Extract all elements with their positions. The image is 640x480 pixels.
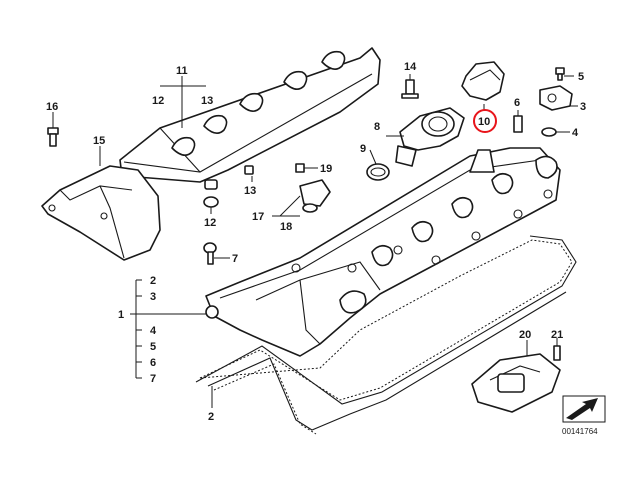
callout-2-gasket: 2 xyxy=(208,411,214,423)
callout-7: 7 xyxy=(150,373,156,385)
callout-9: 9 xyxy=(360,143,366,155)
callout-6-right: 6 xyxy=(514,97,520,109)
seal-4 xyxy=(541,127,557,137)
engine-top-cover xyxy=(119,47,381,190)
callout-3: 3 xyxy=(150,291,156,303)
side-cover xyxy=(41,165,161,261)
callout-7-right: 7 xyxy=(232,253,238,265)
stud-6 xyxy=(513,115,523,133)
grommet-12 xyxy=(203,196,219,208)
callout-1: 1 xyxy=(118,309,124,321)
callout-labels: 1 2 3 4 5 6 7 2 7 11 12 13 12 13 14 15 1… xyxy=(46,61,586,423)
callout-3-right: 3 xyxy=(580,101,586,113)
callout-19: 19 xyxy=(320,163,332,175)
callout-13: 13 xyxy=(244,185,256,197)
leader-lines xyxy=(52,74,578,408)
callout-8: 8 xyxy=(374,121,380,133)
callout-20: 20 xyxy=(519,329,531,341)
callout-18: 18 xyxy=(280,221,292,233)
sensor-parts xyxy=(513,67,573,137)
callout-15: 15 xyxy=(93,135,105,147)
screw-21 xyxy=(553,345,561,361)
screw-19 xyxy=(295,163,305,173)
valve-cover-gasket xyxy=(195,235,577,435)
callout-13-top: 13 xyxy=(201,95,213,107)
callout-16: 16 xyxy=(46,101,58,113)
direction-arrow-icon xyxy=(562,395,606,423)
bracket-17 xyxy=(299,179,331,207)
highlight-circle-10 xyxy=(473,109,497,133)
callout-21: 21 xyxy=(551,329,563,341)
bolt-16 xyxy=(47,127,59,147)
callout-12: 12 xyxy=(204,217,216,229)
callout-4-right: 4 xyxy=(572,127,579,139)
callout-12-top: 12 xyxy=(152,95,164,107)
callout-5-right: 5 xyxy=(578,71,584,83)
oring-18 xyxy=(302,203,318,213)
callout-10: 10 xyxy=(478,116,490,128)
callout-6: 6 xyxy=(150,357,156,369)
callout-14: 14 xyxy=(404,61,417,73)
callout-2: 2 xyxy=(150,275,156,287)
callout-5: 5 xyxy=(150,341,156,353)
bolt-5 xyxy=(555,67,565,75)
small-parts xyxy=(203,163,331,265)
oil-filler-assembly xyxy=(366,61,505,181)
callout-17: 17 xyxy=(252,211,264,223)
part-20 xyxy=(471,345,561,413)
callout-4: 4 xyxy=(150,325,157,337)
valve-cover xyxy=(205,147,561,357)
callout-11: 11 xyxy=(176,65,188,77)
drawing-number: 00141764 xyxy=(562,427,598,436)
